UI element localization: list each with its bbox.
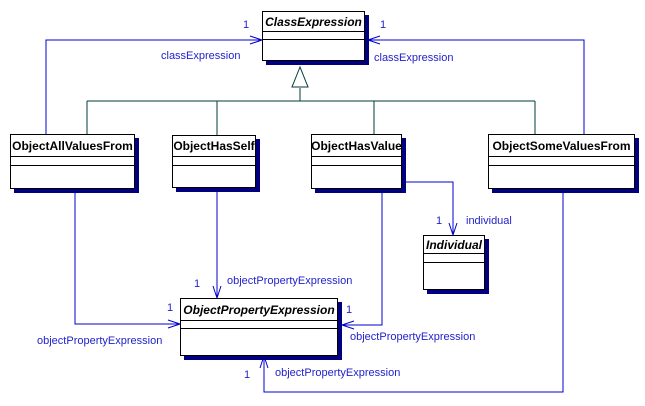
attributes-compartment [263, 32, 364, 40]
role-label: objectPropertyExpression [37, 335, 163, 347]
multiplicity-label: 1 [244, 369, 251, 381]
operations-compartment [263, 40, 364, 60]
class-objecthasvalue[interactable]: ObjectHasValue [311, 134, 402, 189]
open-arrowhead [259, 355, 269, 369]
role-label: individual [466, 215, 512, 227]
class-title: ObjectAllValuesFrom [11, 135, 134, 157]
role-label: classExpression [374, 52, 454, 64]
open-arrowhead [448, 222, 458, 236]
association-hasvalue-individual [402, 181, 458, 236]
generalization-tree [86, 65, 536, 135]
multiplicity-label: 1 [194, 278, 201, 290]
open-arrowhead [341, 320, 355, 330]
attributes-compartment [489, 157, 634, 166]
class-objectsomevaluesfrom[interactable]: ObjectSomeValuesFrom [488, 134, 635, 189]
class-objectpropertyexpression[interactable]: ObjectPropertyExpression [180, 298, 338, 356]
class-individual[interactable]: Individual [423, 235, 485, 290]
open-arrowhead [212, 285, 222, 299]
role-label: objectPropertyExpression [350, 331, 476, 343]
operations-compartment [173, 166, 255, 187]
attributes-compartment [424, 254, 484, 263]
class-classexpression[interactable]: ClassExpression [262, 11, 365, 61]
open-arrowhead [367, 35, 381, 45]
association-allvaluesfrom-objectproperty [74, 189, 181, 329]
multiplicity-label: 1 [346, 304, 353, 316]
class-title: ClassExpression [263, 12, 364, 32]
operations-compartment [312, 166, 401, 188]
triangle-arrowhead [291, 65, 309, 88]
attributes-compartment [11, 157, 134, 166]
role-label: objectPropertyExpression [227, 275, 353, 287]
operations-compartment [489, 166, 634, 188]
association-somevaluesfrom-objectproperty [259, 189, 564, 393]
attributes-compartment [181, 321, 337, 329]
class-objecthasself[interactable]: ObjectHasSelf [172, 135, 256, 188]
multiplicity-label: 1 [380, 19, 387, 31]
attributes-compartment [173, 157, 255, 166]
multiplicity-label: 1 [436, 215, 443, 227]
operations-compartment [181, 329, 337, 355]
class-title: ObjectHasSelf [173, 136, 255, 157]
class-title: ObjectPropertyExpression [181, 299, 337, 321]
association-somevaluesfrom-classexpression [367, 35, 585, 134]
multiplicity-label: 1 [167, 302, 174, 314]
association-hasself-objectproperty [212, 188, 222, 299]
class-objectallvaluesfrom[interactable]: ObjectAllValuesFrom [10, 134, 135, 189]
open-arrowhead [249, 35, 263, 45]
attributes-compartment [312, 157, 401, 166]
class-title: Individual [424, 236, 484, 254]
class-title: ObjectHasValue [312, 135, 401, 157]
class-title: ObjectSomeValuesFrom [489, 135, 634, 157]
role-label: objectPropertyExpression [275, 367, 401, 379]
multiplicity-label: 1 [243, 19, 250, 31]
operations-compartment [424, 263, 484, 289]
role-label: classExpression [161, 50, 241, 62]
open-arrowhead [167, 319, 181, 329]
operations-compartment [11, 166, 134, 188]
